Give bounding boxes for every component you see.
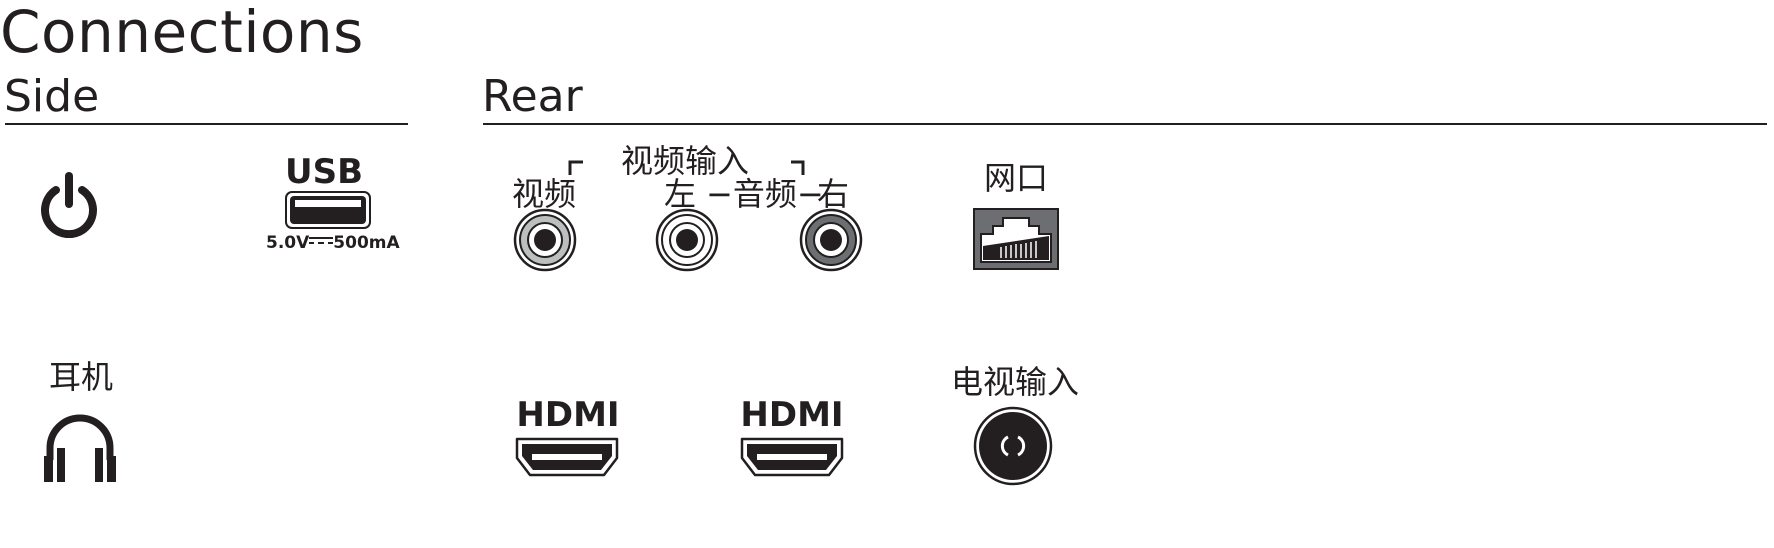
audio-left-label: 左 (663, 175, 696, 213)
bracket-left-icon (568, 160, 584, 176)
usb-label: USB (284, 152, 363, 192)
usb-rating: 5.0V 500mA (266, 233, 400, 253)
hdmi2-port-icon (739, 436, 845, 478)
audio-right-label: 右 (816, 175, 849, 213)
headphone-label: 耳机 (48, 358, 113, 396)
usb-rating-current: 500mA (333, 233, 400, 253)
audio-left-rca-jack-icon (655, 208, 719, 272)
video-label: 视频 (511, 175, 576, 213)
usb-rating-voltage: 5.0V (266, 233, 310, 253)
hdmi1-port-icon (514, 436, 620, 478)
video-rca-jack-icon (513, 208, 577, 272)
network-label: 网口 (983, 159, 1048, 197)
audio-label: −音频− (706, 175, 824, 213)
tv-input-label: 电视输入 (950, 363, 1079, 401)
bracket-right-icon (790, 160, 806, 176)
side-divider (5, 123, 408, 125)
usb-port-icon (285, 191, 371, 229)
ethernet-port-icon (973, 208, 1059, 270)
side-heading: Side (4, 71, 100, 122)
rear-heading: Rear (482, 71, 583, 122)
audio-right-rca-jack-icon (799, 208, 863, 272)
rear-divider (483, 123, 1767, 125)
headphone-icon (40, 410, 120, 486)
av-input-label: 视频输入 (620, 142, 749, 180)
antenna-coax-port-icon (973, 406, 1053, 486)
page-title: Connections (0, 0, 364, 66)
dc-symbol-icon (309, 236, 334, 246)
power-icon (40, 172, 98, 238)
